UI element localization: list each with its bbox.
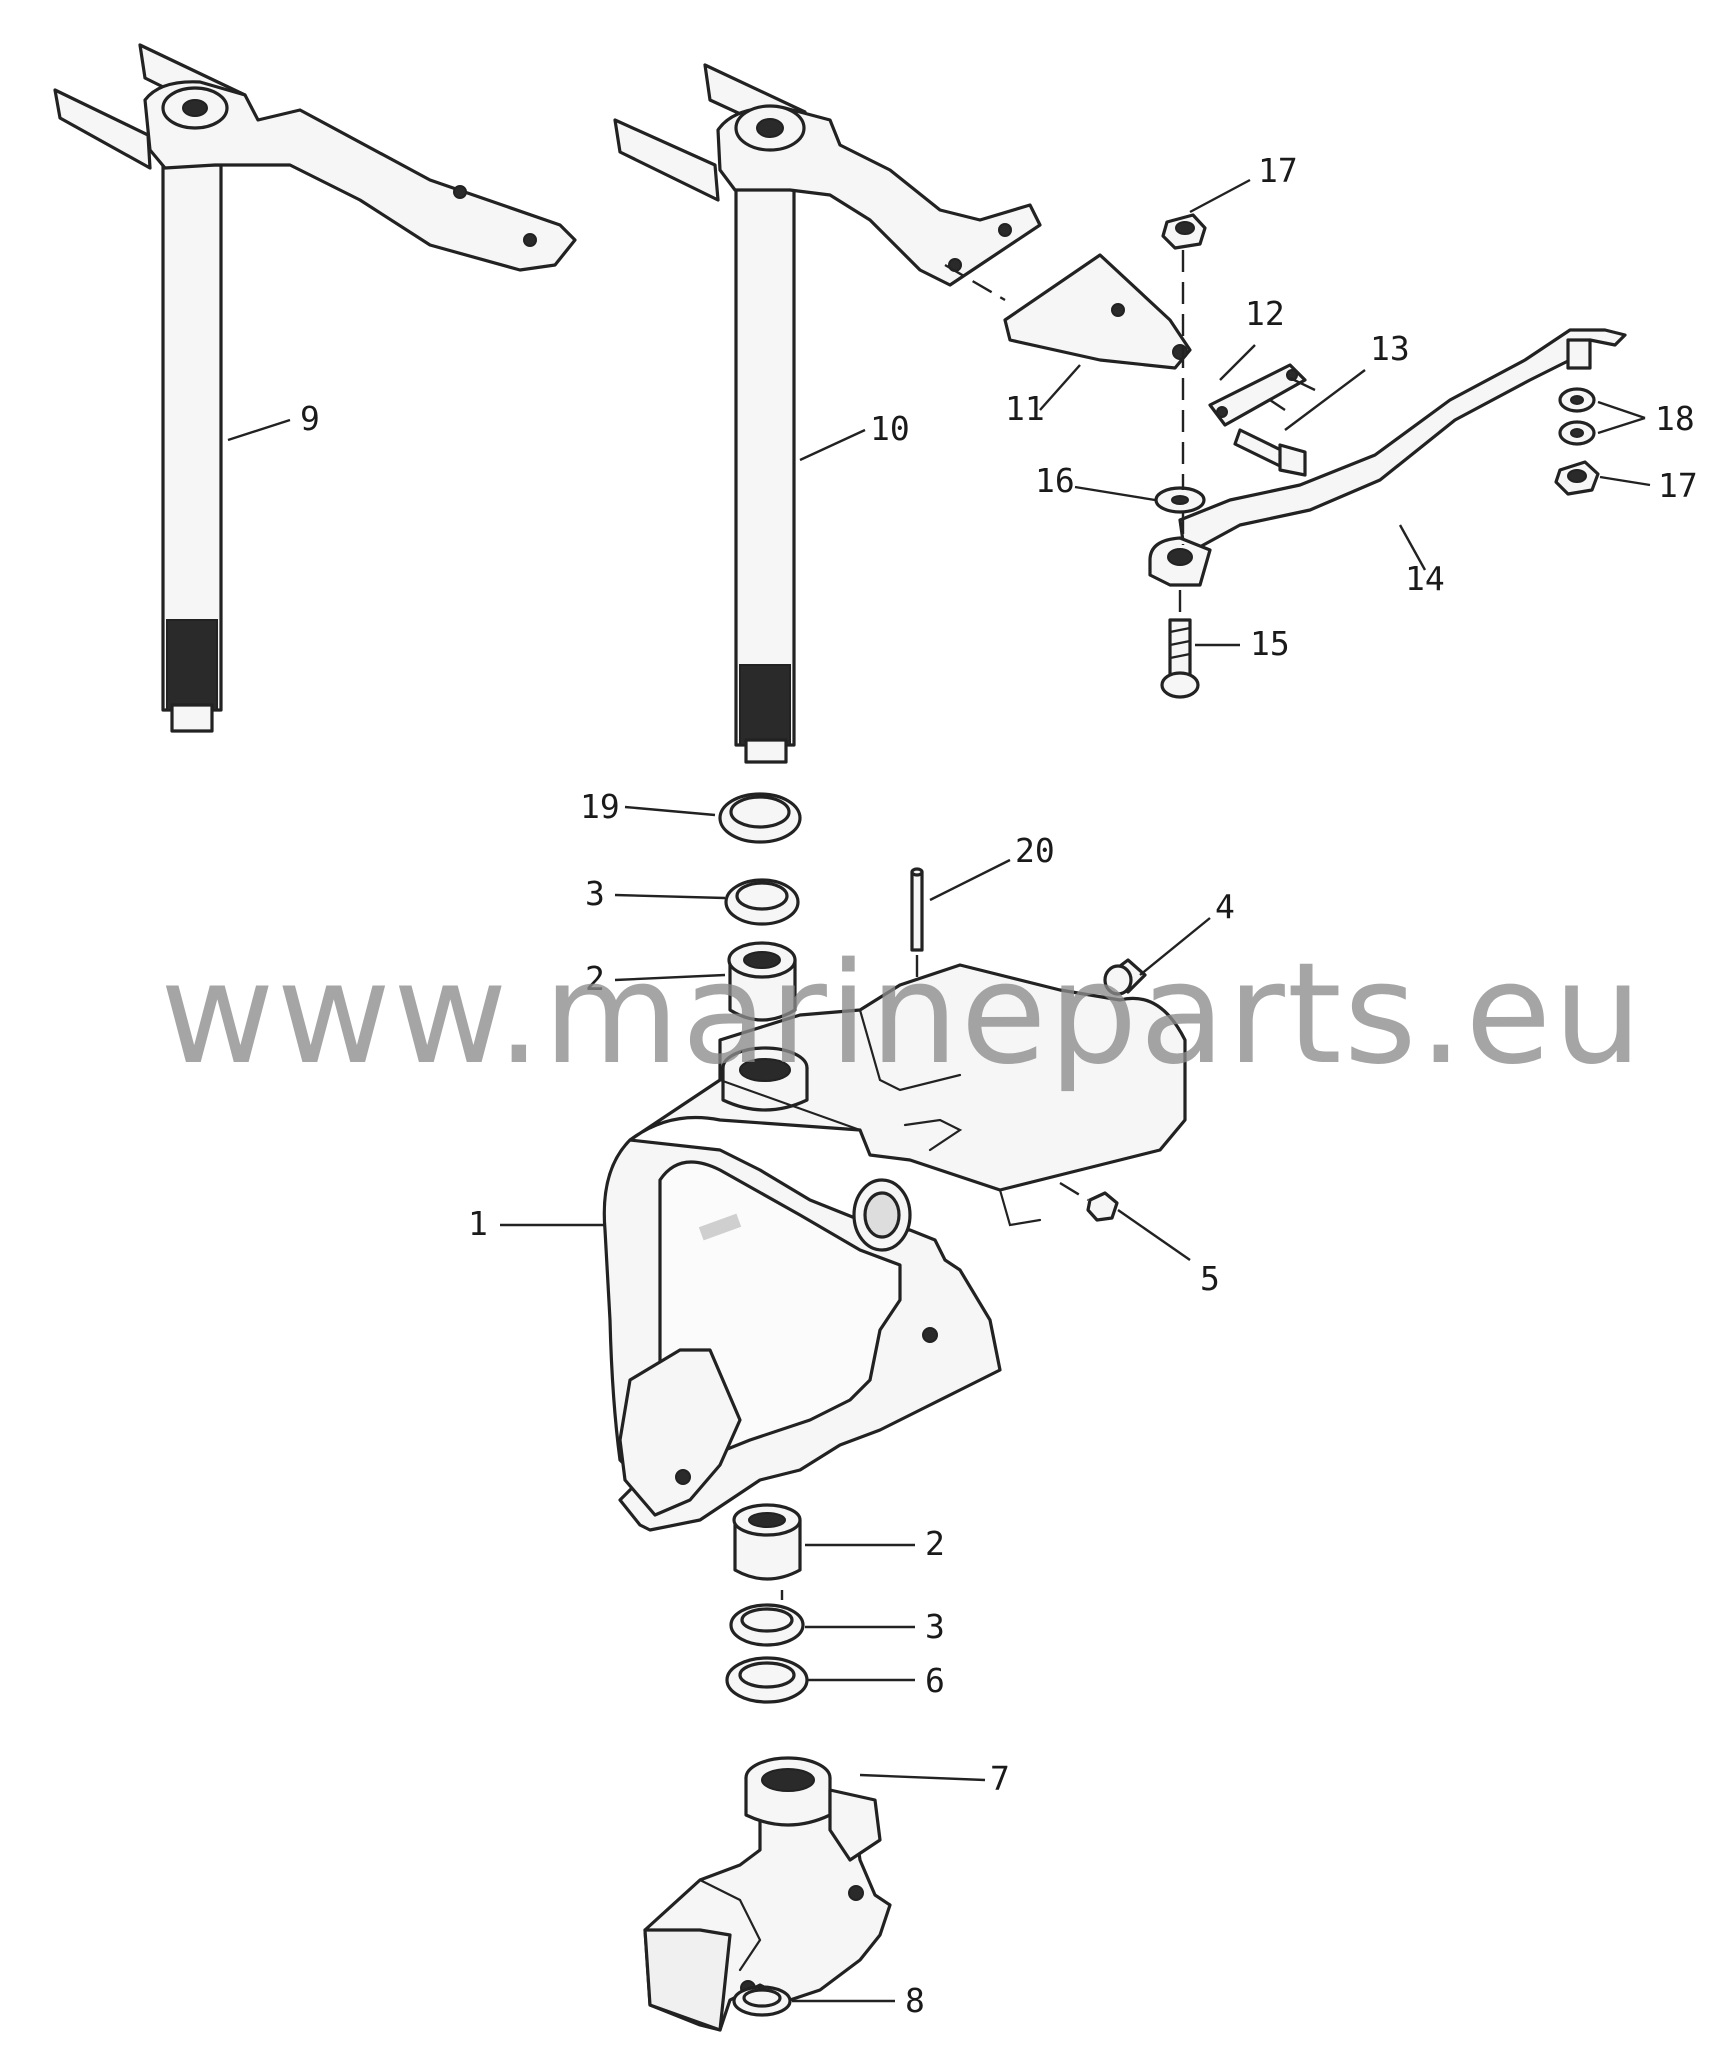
part-2-bushing-bottom	[732, 1503, 802, 1581]
part-9-steering-shaft-arm	[53, 43, 577, 733]
part-17-nut-right	[1554, 460, 1600, 496]
callout-12: 12	[1245, 294, 1285, 333]
part-11-bracket	[1003, 253, 1192, 370]
leader-lines	[227, 178, 1651, 2003]
part-17-nut-top	[1161, 213, 1207, 250]
callout-6: 6	[925, 1661, 945, 1700]
part-8-ring	[732, 1985, 792, 2017]
part-6-washer	[725, 1656, 809, 1704]
part-12-link	[1208, 363, 1307, 427]
callout-20: 20	[1015, 831, 1055, 870]
part-18-washers	[1558, 387, 1596, 446]
part-14-tie-bar	[1148, 328, 1627, 587]
callout-9: 9	[300, 399, 320, 438]
part-3-ring-top	[724, 878, 800, 926]
callout-numbers: 9 10 11 12 13 14 15 16 17 17 18 19 3 2 2…	[300, 151, 1698, 2020]
callout-1: 1	[468, 1204, 488, 1243]
callout-17-right: 17	[1658, 466, 1698, 505]
callout-5: 5	[1200, 1259, 1220, 1298]
part-19-seal	[718, 792, 802, 844]
callout-7: 7	[990, 1759, 1010, 1798]
part-20-pin	[910, 867, 924, 952]
callout-13: 13	[1370, 329, 1410, 368]
callout-17-top: 17	[1258, 151, 1298, 190]
watermark: www.marineparts.eu	[160, 933, 1644, 1096]
part-7-yoke	[643, 1756, 892, 2032]
callout-18: 18	[1655, 399, 1695, 438]
callout-4: 4	[1215, 887, 1235, 926]
part-10-steering-shaft-arm	[613, 63, 1042, 764]
part-15-bolt	[1160, 618, 1200, 699]
part-3-ring-bottom	[729, 1603, 805, 1647]
part-2-bushing-top	[727, 941, 797, 1022]
part-4-bushing	[1103, 958, 1147, 996]
callout-8: 8	[905, 1981, 925, 2020]
callout-14: 14	[1405, 559, 1445, 598]
part-5-fitting	[1086, 1191, 1119, 1222]
callout-19: 19	[580, 787, 620, 826]
part-13-bolt	[1233, 428, 1307, 477]
callout-10: 10	[870, 409, 910, 448]
callout-16: 16	[1035, 461, 1075, 500]
callout-3-bottom: 3	[925, 1607, 945, 1646]
callout-15: 15	[1250, 624, 1290, 663]
callout-2-bottom: 2	[925, 1524, 945, 1563]
part-16-washer	[1154, 486, 1206, 514]
callout-2-top: 2	[585, 959, 605, 998]
callout-11: 11	[1005, 389, 1045, 428]
part-1-swivel-bracket	[602, 963, 1187, 1532]
callout-3-top: 3	[585, 874, 605, 913]
